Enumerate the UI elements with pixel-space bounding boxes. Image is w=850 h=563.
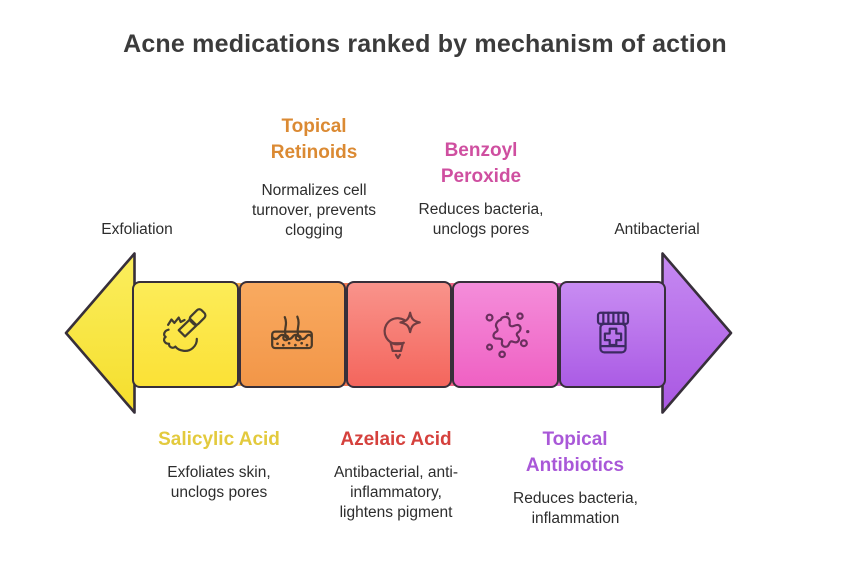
medication-mechanism-salicylic-acid: Exfoliates skin, unclogs pores	[167, 464, 271, 502]
medication-mechanism-benzoyl-peroxide: Reduces bacteria, unclogs pores	[418, 201, 544, 239]
arrow-segment-benzoyl-peroxide	[452, 281, 560, 388]
page-title: Acne medications ranked by mechanism of …	[123, 30, 727, 58]
medication-mechanism-azelaic-acid: Antibacterial, anti- inflammatory, light…	[333, 464, 459, 522]
endpoint-label-exfoliation: Exfoliation	[101, 221, 173, 238]
lightbulb-sparkle-icon	[383, 311, 421, 359]
arrow-left-head	[64, 252, 136, 414]
medication-heading-azelaic-acid: Azelaic Acid	[340, 429, 452, 450]
arrow-right-head	[661, 252, 733, 414]
arrow-segment-topical-antibiotics	[559, 281, 666, 388]
medication-heading-topical-antibiotics: Topical Antibiotics	[525, 429, 625, 477]
arrow-segments-row	[132, 281, 666, 388]
arrow-segment-azelaic-acid	[345, 281, 453, 388]
arrow-segment-salicylic-acid	[132, 281, 239, 388]
medicine-jar-icon	[596, 311, 629, 354]
arrow-segment-topical-retinoids	[238, 281, 346, 388]
skin-layer-icon	[271, 315, 314, 349]
bacteria-splat-icon	[485, 311, 530, 358]
medication-mechanism-topical-antibiotics: Reduces bacteria, inflammation	[513, 490, 638, 528]
medication-mechanism-topical-retinoids: Normalizes cell turnover, prevents clogg…	[251, 182, 377, 240]
medication-heading-topical-retinoids: Topical Retinoids	[270, 116, 358, 164]
exfoliating-brush-icon	[163, 307, 207, 352]
medication-heading-salicylic-acid: Salicylic Acid	[158, 429, 280, 450]
medication-heading-benzoyl-peroxide: Benzoyl Peroxide	[440, 140, 522, 188]
endpoint-label-antibacterial: Antibacterial	[614, 221, 700, 238]
